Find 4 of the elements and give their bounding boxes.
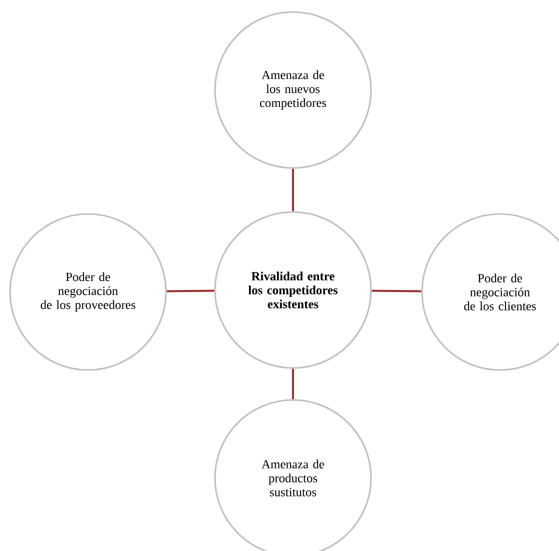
connector-line <box>292 368 294 400</box>
connector-line <box>292 168 294 212</box>
connector-line <box>372 290 422 292</box>
connector-line <box>166 290 214 292</box>
